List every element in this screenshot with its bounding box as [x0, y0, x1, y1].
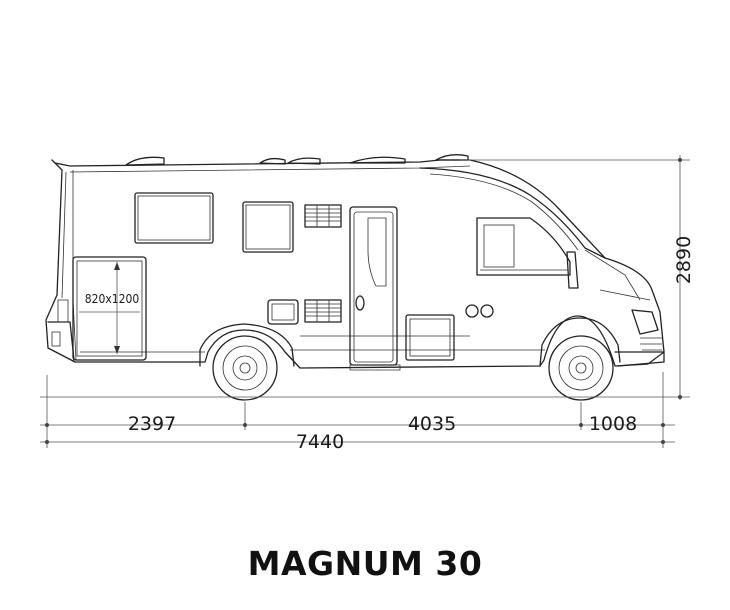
door-inner: [353, 211, 394, 363]
rear-wheel: [212, 335, 278, 401]
front-bumper: [614, 351, 665, 367]
skirt-line: [80, 349, 545, 353]
window-rear-inner: [137, 195, 211, 241]
entry-door: [349, 206, 401, 371]
grilles: [267, 204, 342, 325]
rear-light-box: [57, 299, 69, 323]
roof-line: [69, 165, 471, 173]
door-window: [367, 217, 387, 287]
roof-vent-2: [259, 157, 286, 165]
rear-light: [51, 331, 61, 347]
side-mirror: [566, 251, 579, 289]
roof-vent-1: [125, 156, 165, 166]
body-outline: [45, 159, 665, 369]
garage-door-size-label: 820x1200: [85, 292, 140, 306]
roof-vents: [125, 154, 469, 166]
vent-grille-upper: [304, 204, 342, 228]
filler-cap-2: [480, 304, 494, 318]
garage-door: [72, 256, 147, 361]
garage-door-frame: [72, 256, 147, 361]
roof-vent-5: [435, 154, 469, 161]
total-length-label: 7440: [296, 431, 344, 453]
front-end: [599, 289, 665, 367]
cab-roof-curve: [419, 167, 606, 259]
roof-vent-3: [287, 157, 321, 165]
height-label: 2890: [673, 236, 695, 284]
roof-vent-4: [349, 156, 406, 164]
vehicle-body: [45, 159, 665, 369]
front-wheel: [548, 335, 614, 401]
rear-overhang-label: 2397: [128, 413, 176, 435]
hood-line: [599, 289, 651, 301]
door-frame: [349, 206, 398, 366]
rear-panel-line-2: [61, 171, 67, 299]
wheelbase-label: 4035: [408, 413, 456, 435]
window-middle: [242, 201, 294, 253]
vent-grille-lower: [304, 299, 342, 323]
filler-cap-1: [465, 304, 479, 318]
side-locker: [405, 304, 494, 361]
windows: [134, 192, 641, 301]
service-hatch: [267, 299, 299, 325]
cab-window: [476, 217, 571, 276]
door-handle: [355, 295, 365, 311]
dimension-lines: [40, 155, 690, 448]
window-middle-inner: [245, 204, 291, 250]
window-rear: [134, 192, 214, 244]
wheel-arches: [199, 317, 621, 367]
cab-window-pane: [483, 224, 515, 268]
rear-wheel-arch: [199, 323, 295, 367]
model-title: MAGNUM 30: [247, 544, 483, 583]
headlight: [631, 309, 659, 335]
cab-roof-curve-inner: [429, 173, 579, 251]
windshield-edge: [584, 249, 641, 301]
door-step: [349, 364, 401, 371]
front-overhang-label: 1008: [589, 413, 637, 435]
side-locker-door: [405, 314, 455, 361]
front-grille: [640, 337, 662, 351]
front-wheel-arch: [539, 317, 621, 367]
